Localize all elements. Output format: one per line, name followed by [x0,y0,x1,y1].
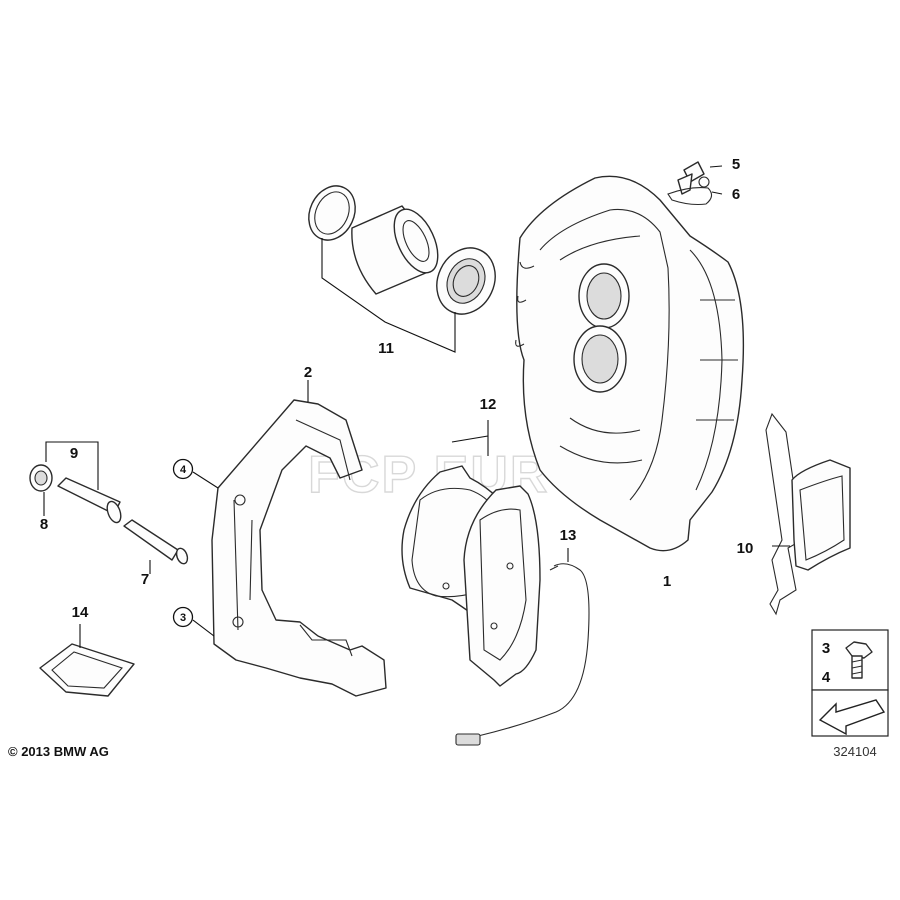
callout-3-circled: 3 [172,606,215,637]
bolt-inset-box [811,629,889,737]
inset-label-4: 4 [822,669,831,686]
callout-14: 14 [72,604,89,621]
callout-10: 10 [737,540,754,557]
callout-6: 6 [732,186,740,203]
piston-seal-kit [308,185,496,353]
callout-5: 5 [732,156,740,173]
grease-packet [39,624,135,697]
caliper-carrier-bracket [211,380,387,697]
callout-12: 12 [480,396,497,413]
brake-caliper-housing [515,175,745,552]
inset-label-3: 3 [822,640,830,657]
brake-pad-set [401,420,541,687]
callout-2: 2 [304,364,312,381]
callout-7: 7 [141,571,149,588]
callout-1: 1 [663,573,671,590]
callout-8: 8 [40,516,48,533]
callout-labels: 1 2 5 6 7 8 9 10 11 12 13 14 4 3 3 4 [40,156,831,686]
anti-rattle-spring [765,412,851,616]
guide-pin-assembly [29,441,189,574]
brake-wear-sensor [455,548,590,746]
svg-text:3: 3 [180,612,186,624]
diagram-number: 324104 [833,744,876,759]
svg-text:4: 4 [180,464,187,476]
bleeder-valve-and-cap [667,161,723,206]
callout-11: 11 [378,340,394,357]
callout-13: 13 [560,527,577,544]
callout-9: 9 [70,445,78,462]
callout-4-circled: 4 [172,458,219,489]
copyright-notice: © 2013 BMW AG [8,744,109,759]
